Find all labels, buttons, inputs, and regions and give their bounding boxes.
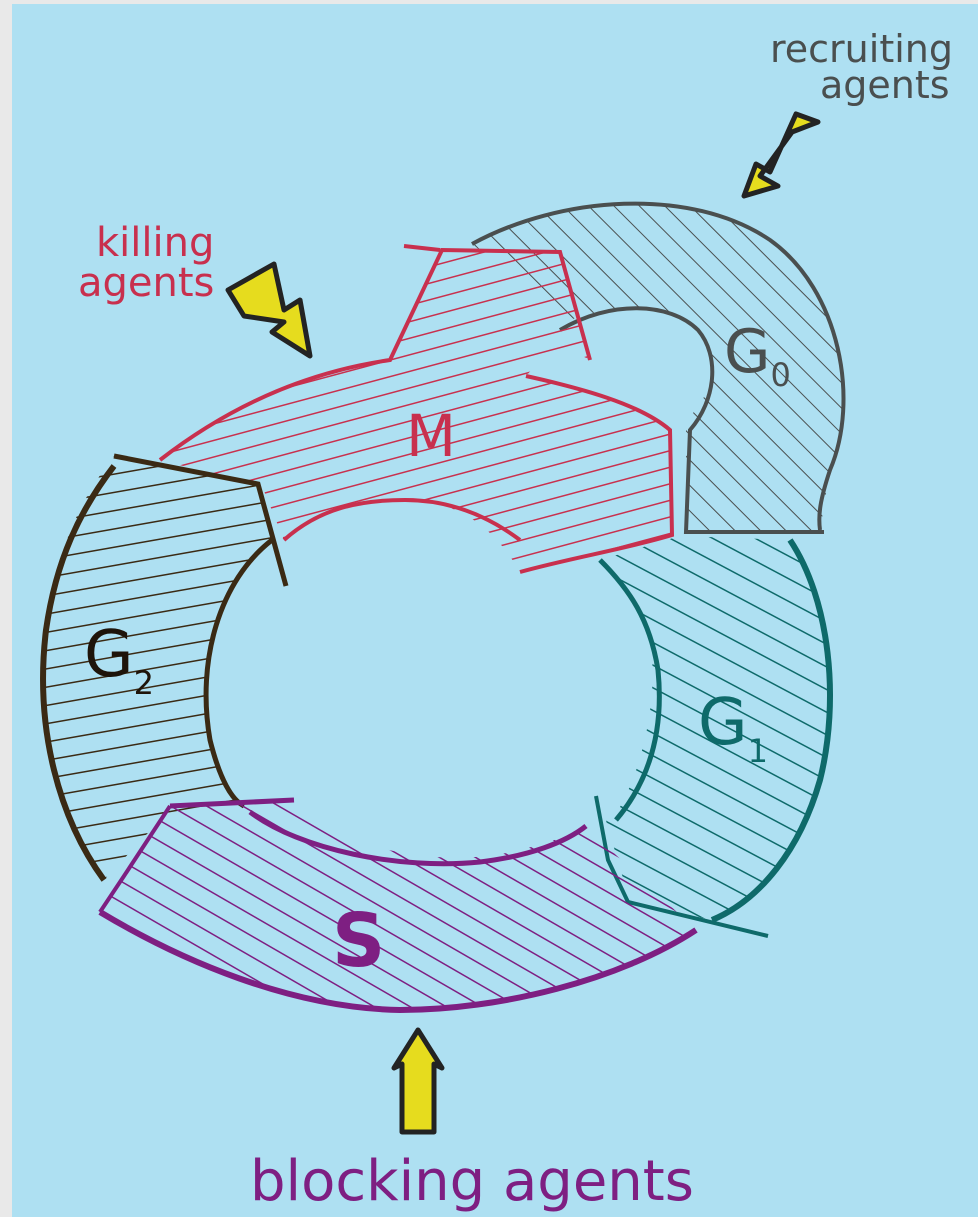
s-phase-label: S [332, 898, 385, 984]
g2-subscript: 2 [134, 664, 154, 702]
g1-subscript: 1 [748, 732, 768, 770]
m-phase-label: M [406, 402, 456, 470]
g0-base: G [724, 317, 771, 387]
blocking-label: blocking agents [250, 1149, 694, 1214]
g2-base: G [84, 618, 134, 692]
g1-base: G [698, 686, 748, 760]
g0-subscript: 0 [771, 356, 791, 394]
killing-label-line2: agents [78, 260, 214, 306]
recruiting-label-line2: agents [820, 63, 950, 107]
